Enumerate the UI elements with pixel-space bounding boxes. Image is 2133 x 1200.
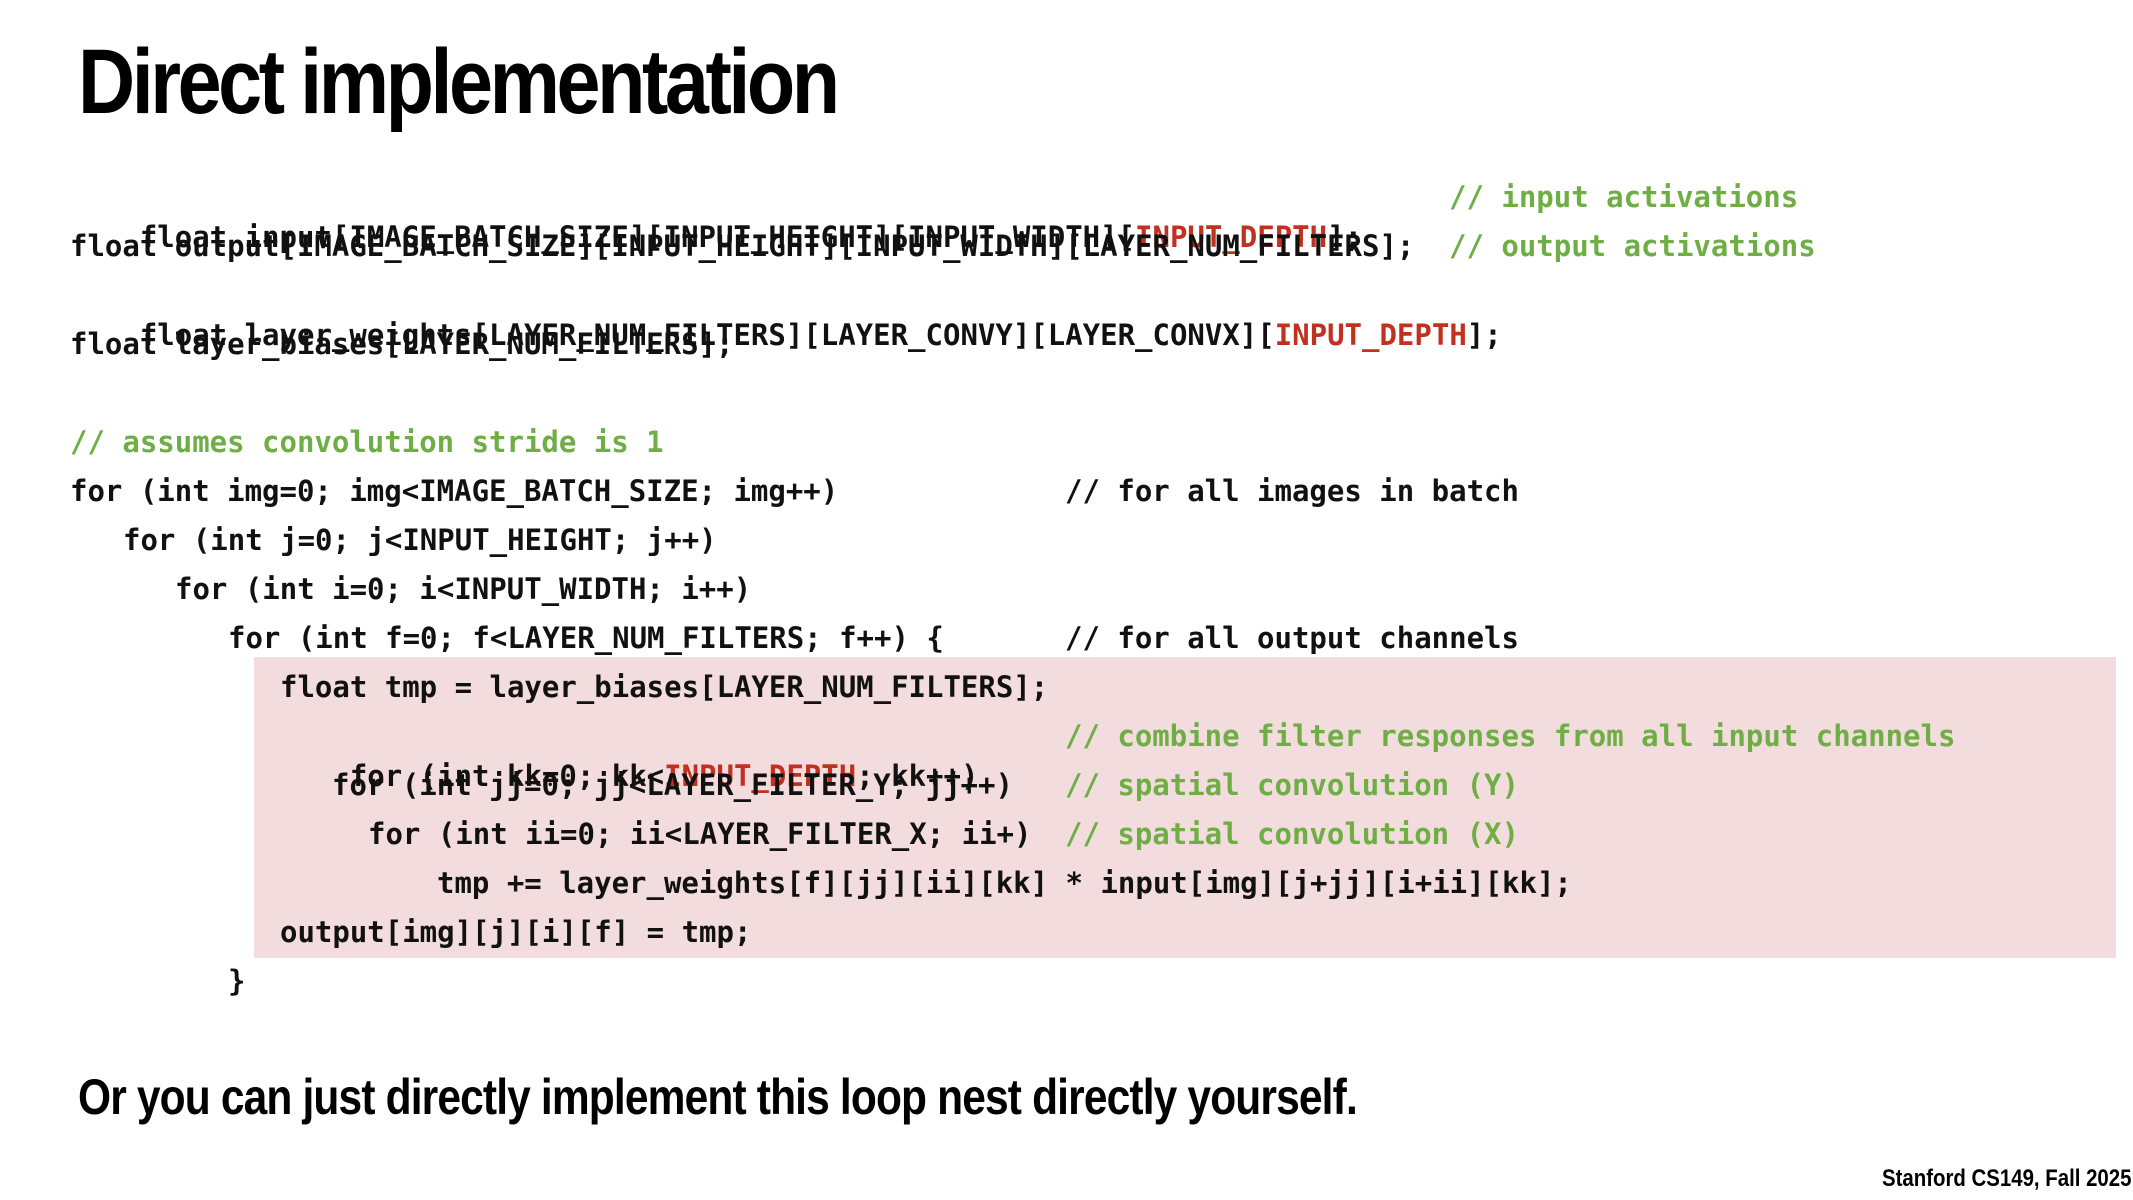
code-line: for (int kk=0; kk<INPUT_DEPTH; kk++) [349,759,979,793]
code-comment: // combine filter responses from all inp… [1065,719,1956,753]
code-line: output[img][j][i][f] = tmp; [280,915,752,949]
code-comment: // spatial convolution (X) [1065,817,1519,851]
code-comment: // spatial convolution (Y) [1065,768,1519,802]
inner-loop-highlight [254,657,2116,958]
code-line: for (int j=0; j<INPUT_HEIGHT; j++) [123,523,717,557]
code-line: for (int f=0; f<LAYER_NUM_FILTERS; f++) … [228,621,944,655]
code-line: tmp += layer_weights[f][jj][ii][kk] * in… [437,866,1572,900]
code-comment: // for all output channels [1065,621,1519,655]
code-line: float output[IMAGE_BATCH_SIZE][INPUT_HEI… [70,229,1415,263]
code-comment: // for all images in batch [1065,474,1519,508]
code-line: for (int i=0; i<INPUT_WIDTH; i++) [175,572,752,606]
input-depth-highlight: INPUT_DEPTH [1274,318,1467,352]
code-line: for (int img=0; img<IMAGE_BATCH_SIZE; im… [70,474,839,508]
slide-subtitle: Or you can just directly implement this … [78,1069,1358,1125]
input-depth-highlight: INPUT_DEPTH [664,759,857,793]
code-comment: // assumes convolution stride is 1 [70,425,664,459]
slide-title: Direct implementation [78,31,840,133]
code-line: float layer_biases[LAYER_NUM_FILTERS]; [70,327,734,361]
course-footer: Stanford CS149, Fall 2025 [1881,1165,2131,1192]
input-depth-highlight: INPUT_DEPTH [1135,220,1328,254]
code-line: for (int ii=0; ii<LAYER_FILTER_X; ii+) [368,817,1032,851]
code-comment: // output activations [1449,229,1816,263]
code-line: float input[IMAGE_BATCH_SIZE][INPUT_HEIG… [139,220,1363,254]
code-line: for (int jj=0; jj<LAYER_FILTER_Y; jj++) [332,768,1013,802]
code-line: } [228,964,246,998]
code-line: float tmp = layer_biases[LAYER_NUM_FILTE… [280,670,1049,704]
code-comment: // input activations [1449,180,1799,214]
code-line: float layer_weights[LAYER_NUM_FILTERS][L… [139,318,1502,352]
